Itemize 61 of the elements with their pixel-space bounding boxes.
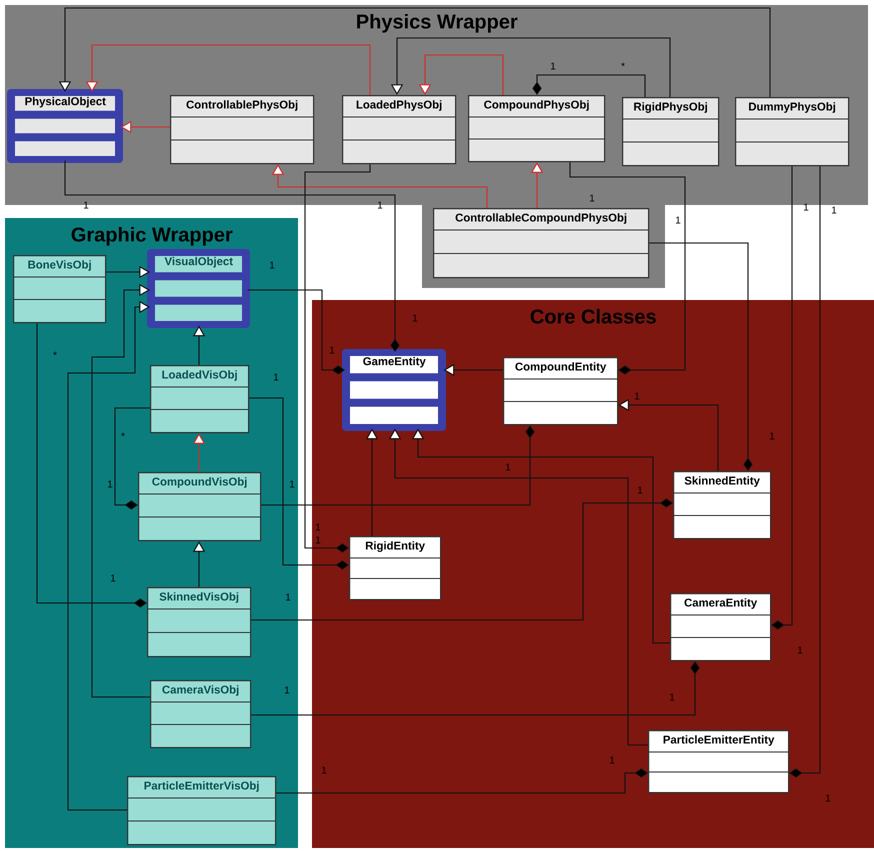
multiplicity-label: 1: [826, 794, 830, 802]
connector: [249, 397, 349, 570]
class-box: VisualObject: [147, 249, 250, 328]
class-box: RigidPhysObj: [622, 97, 720, 166]
multiplicity-label: 1: [506, 464, 510, 470]
multiplicity-label: 1: [378, 202, 382, 208]
class-box: ControllableCompoundPhysObj: [433, 208, 650, 278]
multiplicity-label: 1: [676, 216, 680, 224]
connector: [36, 323, 147, 608]
multiplicity-label: 1: [610, 756, 614, 764]
class-box: SkinnedEntity: [673, 471, 772, 540]
class-box: PhysicalObject: [7, 89, 123, 163]
connector: [248, 289, 345, 375]
multiplicity-label: 1: [550, 62, 556, 70]
class-box: LoadedVisObj: [150, 365, 250, 434]
multiplicity-label: 1: [316, 524, 320, 530]
class-box: ControllablePhysObj: [170, 95, 314, 164]
class-box: BoneVisObj: [13, 255, 106, 324]
multiplicity-label: 1: [290, 480, 294, 488]
class-box: ParticleEmitterEntity: [648, 730, 790, 794]
multiplicity-label: 1: [770, 432, 774, 440]
class-box: GameEntity: [342, 349, 446, 431]
multiplicity-label: *: [121, 432, 125, 436]
class-box: LoadedPhysObj: [342, 95, 456, 164]
multiplicity-label: 1: [798, 646, 802, 654]
multiplicity-label: 1: [108, 480, 112, 488]
class-box: CompoundVisObj: [138, 472, 262, 542]
multiplicity-label: 1: [832, 206, 836, 214]
class-box: SkinnedVisObj: [147, 587, 252, 658]
class-box: CompoundEntity: [503, 357, 618, 426]
connector: [569, 162, 686, 375]
class-box: ParticleEmitterVisObj: [127, 776, 276, 846]
multiplicity-label: 1: [274, 374, 278, 380]
multiplicity-label: 1: [638, 486, 642, 494]
connector: [532, 74, 646, 97]
multiplicity-label: 1: [330, 346, 334, 354]
multiplicity-label: 1: [412, 314, 418, 322]
connector: [649, 242, 753, 471]
connector: [91, 284, 150, 698]
multiplicity-label: 1: [670, 694, 674, 700]
multiplicity-label: 1: [284, 686, 290, 694]
multiplicity-label: *: [621, 62, 625, 66]
multiplicity-label: 1: [270, 262, 274, 268]
connector: [64, 160, 400, 352]
connector: [114, 407, 150, 510]
multiplicity-label: 1: [110, 574, 116, 582]
multiplicity-label: 1: [634, 392, 640, 400]
multiplicity-label: 1: [804, 204, 808, 210]
connector: [304, 164, 371, 553]
multiplicity-label: 1: [316, 536, 320, 544]
class-box: CameraEntity: [670, 593, 772, 662]
connector: [251, 498, 673, 621]
multiplicity-label: 1: [286, 594, 290, 600]
multiplicity-label: *: [53, 352, 57, 356]
connector: [276, 768, 648, 794]
multiplicity-label: 1: [322, 766, 326, 774]
class-box: CameraVisObj: [150, 680, 252, 748]
multiplicity-label: 1: [84, 202, 88, 208]
class-box: RigidEntity: [349, 536, 442, 600]
class-box: CompoundPhysObj: [468, 95, 606, 162]
class-box: DummyPhysObj: [735, 97, 850, 166]
